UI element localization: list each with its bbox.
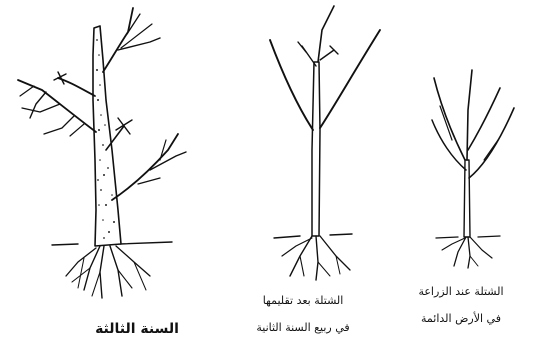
caption-third-year: السنة الثالثة xyxy=(62,322,212,336)
caption-second-year-line1: الشتلة بعد تقليمها xyxy=(228,295,378,306)
caption-planting-line1: الشتلة عند الزراعة xyxy=(392,286,530,297)
caption-second-year-line2: في ربيع السنة الثانية xyxy=(228,322,378,333)
pruned-tree-third-year-icon xyxy=(18,8,186,298)
caption-planting-line2: في الأرض الدائمة xyxy=(392,313,530,324)
seedling-at-planting-icon xyxy=(432,70,514,268)
pruned-seedling-second-spring-icon xyxy=(270,6,380,280)
